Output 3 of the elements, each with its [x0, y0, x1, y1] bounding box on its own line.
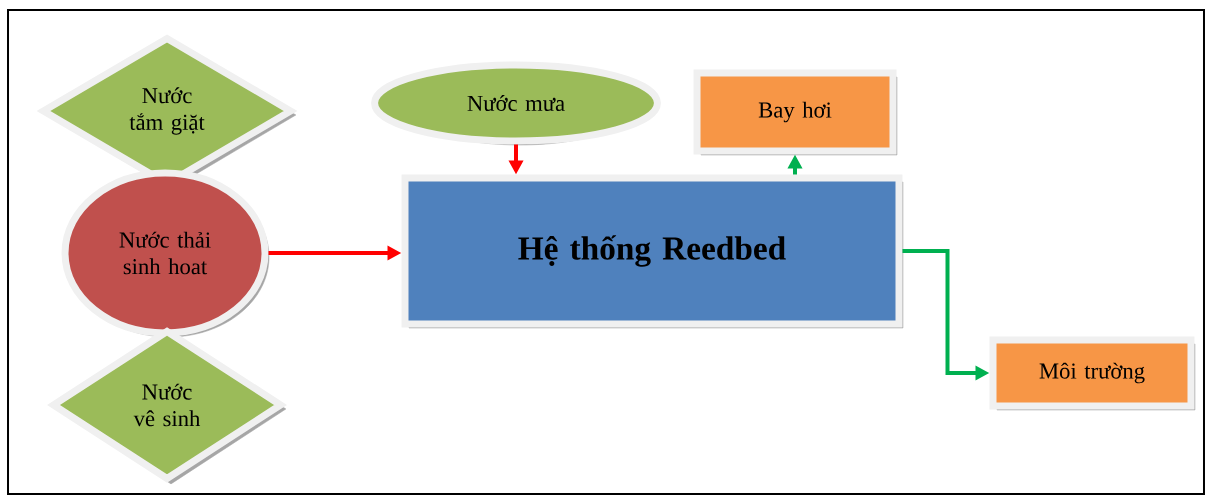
output-box: Bay hơi [693, 69, 898, 156]
process-box: Hệ thống Reedbed [401, 174, 904, 329]
output-box: Môi trường [989, 336, 1196, 411]
